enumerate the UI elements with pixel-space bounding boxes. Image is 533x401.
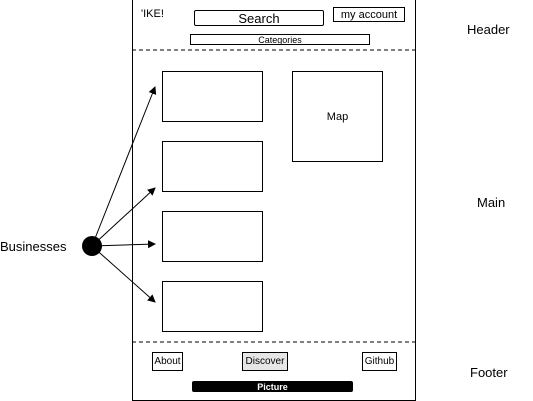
map-label: Map bbox=[326, 110, 349, 123]
about-label: About bbox=[154, 356, 181, 367]
my-account-label: my account bbox=[340, 8, 398, 21]
page-frame bbox=[132, 0, 416, 401]
main-annotation: Main bbox=[477, 195, 506, 210]
search-box[interactable]: Search bbox=[194, 10, 324, 26]
github-label: Github bbox=[364, 356, 395, 367]
arrow-to-business-3 bbox=[91, 240, 156, 249]
picture-label: Picture bbox=[257, 381, 288, 392]
arrow-to-business-1 bbox=[91, 86, 157, 247]
discover-button[interactable]: Discover bbox=[242, 352, 288, 371]
businesses-node bbox=[82, 236, 102, 256]
business-card-3[interactable] bbox=[162, 211, 263, 262]
search-label: Search bbox=[238, 10, 280, 26]
about-button[interactable]: About bbox=[152, 352, 183, 371]
arrow-to-business-2 bbox=[91, 187, 156, 247]
picture-bar: Picture bbox=[192, 381, 353, 392]
categories-bar[interactable]: Categories bbox=[190, 34, 370, 45]
business-card-4[interactable] bbox=[162, 281, 263, 332]
github-button[interactable]: Github bbox=[362, 352, 397, 371]
business-card-2[interactable] bbox=[162, 141, 263, 192]
map-panel[interactable]: Map bbox=[292, 71, 383, 162]
arrow-to-business-4 bbox=[91, 245, 156, 303]
categories-label: Categories bbox=[258, 34, 302, 45]
header-annotation: Header bbox=[467, 22, 510, 37]
footer-annotation: Footer bbox=[470, 365, 508, 380]
logo[interactable]: 'IKE! bbox=[141, 8, 164, 20]
discover-label: Discover bbox=[245, 356, 285, 367]
my-account-button[interactable]: my account bbox=[333, 7, 405, 22]
business-card-1[interactable] bbox=[162, 71, 263, 122]
businesses-annotation: Businesses bbox=[0, 239, 67, 254]
